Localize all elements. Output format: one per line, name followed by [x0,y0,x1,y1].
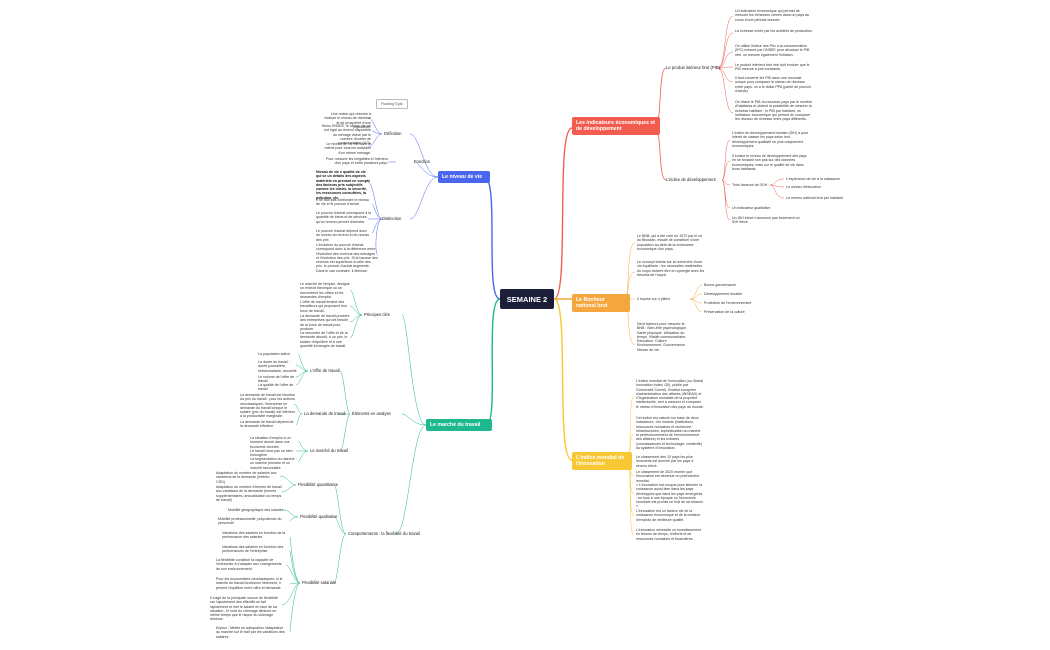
flex-extra-3[interactable]: Il s'agit de la principale source de fle… [210,596,278,622]
dist-item-2[interactable]: Il ne faut pas confondre le niveau de vi… [316,198,369,207]
innov-item-2[interactable]: Cet indice est calculé sur base de deux … [636,416,702,451]
dist-item-4[interactable]: Le pouvoir d'achat dépend donc du niveau… [316,229,370,242]
def-item-2[interactable]: Selon l'INSEE, le niveau de vie est égal… [321,124,371,146]
marche-item-3[interactable]: La segmentation du marché : un marché pr… [250,457,297,470]
pib-item-2[interactable]: La richesse créée par les activités de p… [735,29,813,33]
offre-item-1[interactable]: La population active [258,352,290,356]
marche-item-1[interactable]: La situation d'emploi à un moment donné … [250,436,291,449]
principe-item-2[interactable]: L'offre de travail émane des travailleur… [300,300,348,313]
topic-quant[interactable]: Flexibilité quantitative [298,482,339,487]
pib-item-4[interactable]: Le produit intérieur brut réel doit évol… [735,63,810,72]
flex-extra-4[interactable]: Enjeux : Mettre en adéquation l'adaptati… [216,626,285,639]
bnb-pillar-2[interactable]: Développement durable [704,292,743,296]
principe-item-3[interactable]: La demande de travail provient des entre… [300,314,350,331]
idh-item-2[interactable]: Il évalue le niveau de développement des… [732,154,807,171]
pib-item-6[interactable]: On divise le PIB du nouveau pays par le … [735,100,813,122]
topic-pib[interactable]: Le produit intérieur brut (PIB) [666,65,720,70]
innov-item-5[interactable]: « L'innovation est conçue pour stimuler … [636,483,704,509]
pib-item-3[interactable]: On utilise l'indice des Prix à la consom… [735,44,810,57]
topic-elements[interactable]: Éléments en analyse [352,411,391,416]
branch-niveau[interactable]: Le niveau de vie [438,171,490,183]
innov-item-6[interactable]: L'innovation est un facteur clé de la cr… [636,509,701,522]
flex-extra-1[interactable]: La flexibilité constitue la capacité de … [216,558,282,571]
idh-factor-2[interactable]: Le niveau d'éducation [786,185,821,189]
idh-factor-3[interactable]: Le revenu national brut par habitant [786,196,843,200]
bnb-item-3[interactable]: Il repose sur 4 piliers [637,297,671,301]
marche-item-2[interactable]: Le travail n'est pas un bien homogène [250,449,293,458]
flex-extra-2[interactable]: Pour les économistes néoclassiques, si l… [216,577,283,590]
connector-niveau [483,176,501,300]
idh-item-1[interactable]: L'indice de développement humain (IDH) a… [732,131,809,148]
demande-item-2[interactable]: La demande de travail dépend de la deman… [240,420,294,429]
quant-item-2[interactable]: Adaptation du nombre d'heures de travail… [216,485,282,502]
pib-item-1[interactable]: Un indicateur économique qui permet de m… [735,9,810,22]
connector-innov [553,298,573,461]
branch-bnb[interactable]: Le Bonheur national brut [572,294,630,312]
branch-travail[interactable]: Le marché du travail [426,419,492,431]
def-item-1[interactable]: Une notion qui cherche à évaluer le nive… [324,112,371,129]
topic-qual[interactable]: Flexibilité qualitative [300,514,338,519]
topic-principes[interactable]: Principes clés [364,312,390,317]
principe-item-1[interactable]: Le marché de l'emploi, désigne un endroi… [300,282,350,299]
demande-item-1[interactable]: La demande de travail est fonction du pr… [240,393,296,419]
idh-factor-1[interactable]: L'espérance de vie à la naissance [786,177,841,181]
innov-item-3[interactable]: Le classement des 10 pays les plus innov… [636,455,694,468]
topic-marche[interactable]: Le marché du travail [310,448,348,453]
topic-fonction[interactable]: Fonction [414,159,431,164]
innov-item-4[interactable]: Le classement de 2020 montre que l'innov… [636,470,700,483]
dist-item-1[interactable]: Niveau de vie ≠ qualité de vie qui se un… [316,170,371,200]
floating-topic[interactable]: Floating Topic [376,99,408,109]
offre-item-3[interactable]: Le volume de l'offre de travail [258,375,295,384]
sal-item-2[interactable]: Variations des salaires en fonction des … [222,545,284,554]
topic-offre[interactable]: L'offre de travail [310,368,340,373]
bnb-item-4[interactable]: Neuf facteurs pour mesurer le BNB : Bien… [637,322,687,352]
idh-item-3[interactable]: Trois facteurs de l'IDH : [732,183,770,187]
central-topic[interactable]: SEMAINE 2 [500,289,554,309]
innov-item-7[interactable]: L'innovation nécessite un investissement… [636,528,702,541]
branch-econ[interactable]: Les indicateurs économiques et de dévelo… [572,117,660,135]
topic-definition[interactable]: Définition [384,131,402,136]
bnb-pillar-3[interactable]: Protection de l'environnement [704,301,752,305]
offre-item-2[interactable]: La durée du travail : durée journalière,… [258,360,297,373]
innov-item-1[interactable]: L'indice mondial de l'innovation (ou Glo… [636,379,704,409]
connector-econ [553,127,573,300]
sal-item-1[interactable]: Variations des salaires en fonction de l… [222,531,286,540]
connector-travail [485,298,501,426]
idh-item-4[interactable]: Un indicateur qualitative [732,206,771,210]
topic-sal[interactable]: Flexibilité salariale [302,580,337,585]
dist-item-5[interactable]: L'évolution du pouvoir d'achat correspon… [316,243,378,273]
bnb-pillar-1[interactable]: Bonne gouvernance [704,283,737,287]
qual-item-1[interactable]: Mobilité géographique des salariés [228,508,284,512]
quant-item-1[interactable]: Adaptation du nombre de salariés aux var… [216,471,277,484]
offre-item-4[interactable]: La qualité de l'offre de travail [258,383,294,392]
bnb-pillar-4[interactable]: Préservation de la culture [704,310,745,314]
principe-item-4[interactable]: La rencontre de l'offre et de la demande… [300,331,348,348]
dist-item-3[interactable]: Le pouvoir d'achat correspond à la quant… [316,211,372,224]
pib-item-5[interactable]: Il faut convertir les PIB dans une monna… [735,76,812,93]
topic-distinction[interactable]: Distinction [382,216,402,221]
topic-idh[interactable]: L'indice de développement [666,177,716,182]
idh-item-5[interactable]: Un IDH élevé n'annonce pas forcément un … [732,216,800,225]
def-item-3[interactable]: Le niveau de vie est donc le même pour t… [324,142,371,155]
fonction-item[interactable]: Pour mesurer les inégalités à l'intérieu… [325,157,388,166]
qual-item-2[interactable]: Mobilité professionnelle, polyvalence du… [218,517,282,526]
topic-comportements[interactable]: Comportements : la flexibilité du travai… [348,531,420,536]
branch-innov[interactable]: L'indice mondial de l'innovation [572,452,632,470]
bnb-item-2[interactable]: Le concept insiste sur la recherche d'un… [637,260,705,277]
bnb-item-1[interactable]: Le BNB, qui a été créé en 1972 par le ro… [637,234,703,251]
topic-demande[interactable]: La demande de travail [304,411,346,416]
